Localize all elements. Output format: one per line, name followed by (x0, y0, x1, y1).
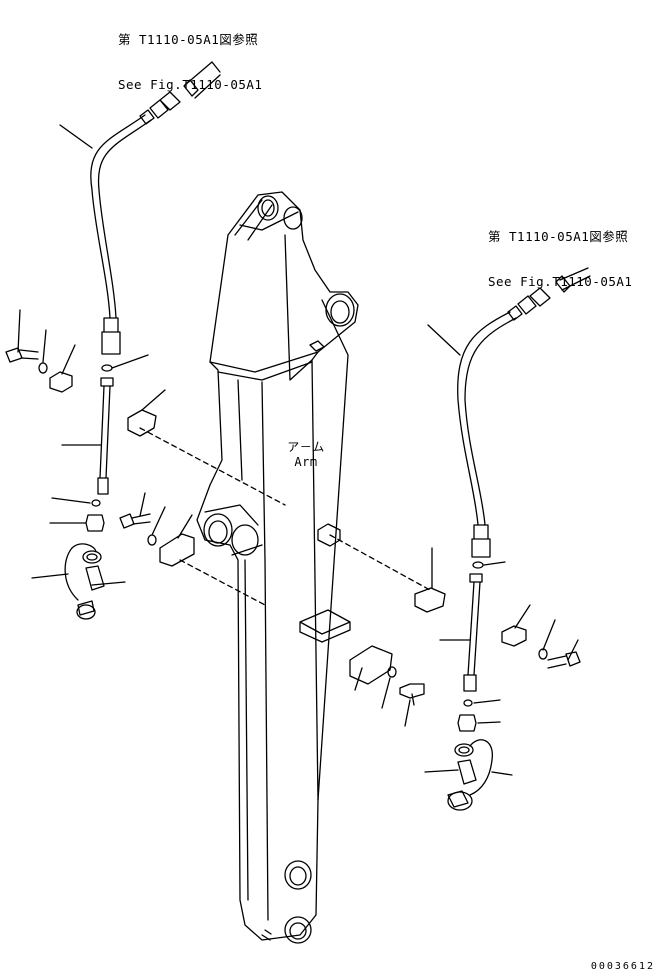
left-hose-assembly (5, 61, 286, 620)
arm-label: ア－ム Arm (283, 440, 329, 470)
reference-note-right: 第 T1110-05A1図参照 See Fig.T1110-05A1 (488, 199, 632, 304)
reference-note-left-en: See Fig.T1110-05A1 (118, 77, 263, 92)
document-number: 00036612 (590, 961, 655, 972)
arm-boom (196, 191, 359, 944)
reference-note-left-ja: 第 T1110-05A1図参照 (118, 32, 259, 47)
reference-note-left: 第 T1110-05A1図参照 See Fig.T1110-05A1 (118, 2, 262, 107)
reference-note-right-ja: 第 T1110-05A1図参照 (488, 229, 629, 244)
arm-label-en: Arm (294, 455, 318, 469)
right-hose-assembly (299, 267, 591, 811)
reference-note-right-en: See Fig.T1110-05A1 (488, 274, 633, 289)
arm-label-ja: ア－ム (287, 440, 325, 454)
